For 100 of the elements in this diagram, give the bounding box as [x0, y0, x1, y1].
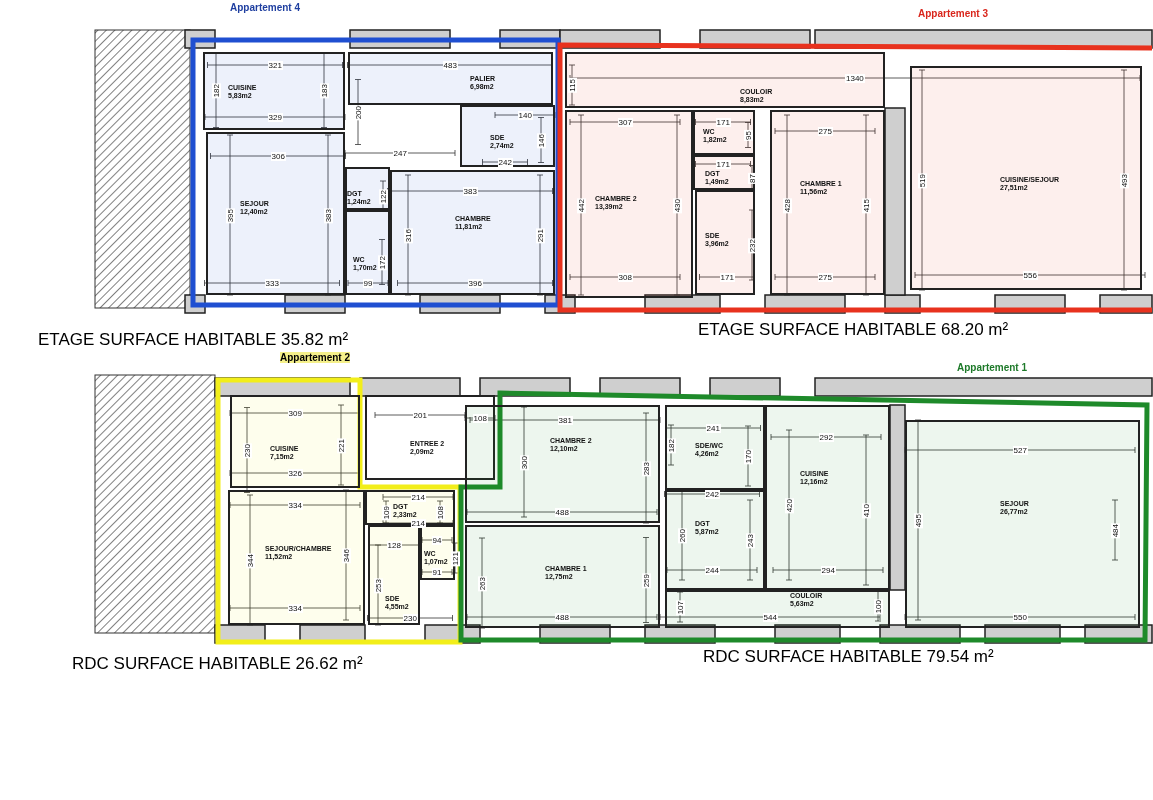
dimension-label: 100 [873, 598, 883, 614]
room [203, 52, 345, 130]
room [365, 395, 495, 480]
room [368, 525, 420, 625]
dimension-label: 383 [462, 186, 478, 196]
dimension-label: 550 [1012, 612, 1028, 622]
dimension-label: 381 [557, 415, 573, 425]
dimension-label: 344 [245, 552, 255, 568]
dimension-label: 122 [378, 188, 388, 204]
dimension-label: 484 [1110, 522, 1120, 538]
dimension-label: 108 [435, 504, 445, 520]
dimension-label: 121 [450, 550, 460, 566]
dimension-label: 309 [287, 408, 303, 418]
room [460, 105, 555, 167]
dimension-label: 333 [264, 278, 280, 288]
dimension-label: 307 [617, 117, 633, 127]
room [765, 405, 890, 590]
dimension-label: 201 [412, 410, 428, 420]
room [348, 52, 553, 105]
room [665, 490, 765, 590]
dimension-label: 170 [743, 448, 753, 464]
dimension-label: 182 [211, 82, 221, 98]
dimension-label: 275 [817, 272, 833, 282]
room [665, 590, 890, 628]
dimension-label: 232 [747, 237, 757, 253]
room [345, 210, 390, 295]
dimension-label: 334 [287, 603, 303, 613]
room [465, 525, 660, 628]
dimension-label: 263 [477, 575, 487, 591]
dimension-label: 488 [554, 507, 570, 517]
room [345, 167, 390, 210]
dimension-label: 275 [817, 126, 833, 136]
area-caption: ETAGE SURFACE HABITABLE 35.82 m² [38, 330, 349, 350]
dimension-label: 334 [287, 500, 303, 510]
dimension-label: 442 [576, 197, 586, 213]
dimension-label: 247 [392, 148, 408, 158]
dimension-label: 128 [386, 540, 402, 550]
dimension-label: 544 [762, 612, 778, 622]
dimension-label: 308 [617, 272, 633, 282]
dimension-label: 99 [362, 278, 374, 288]
apartment-label: Appartement 4 [230, 2, 300, 13]
room [230, 395, 360, 488]
dimension-label: 346 [341, 547, 351, 563]
dimension-label: 396 [467, 278, 483, 288]
dimension-label: 329 [267, 112, 283, 122]
room [206, 132, 345, 295]
dimension-label: 109 [381, 504, 391, 520]
room [905, 420, 1140, 628]
dimension-label: 493 [1119, 172, 1129, 188]
dimension-label: 253 [373, 577, 383, 593]
room [695, 190, 755, 295]
dimension-label: 115 [567, 77, 577, 93]
dimension-label: 91 [431, 567, 443, 577]
dimension-label: 383 [323, 207, 333, 223]
dimension-label: 230 [402, 613, 418, 623]
dimension-label: 94 [431, 535, 443, 545]
dimension-label: 171 [715, 117, 731, 127]
area-caption: RDC SURFACE HABITABLE 26.62 m² [72, 654, 363, 674]
apartment-label: Appartement 1 [957, 362, 1027, 373]
dimension-label: 527 [1012, 445, 1028, 455]
room [910, 66, 1142, 290]
dimension-label: 300 [519, 454, 529, 470]
dimension-label: 430 [672, 197, 682, 213]
dimension-label: 242 [704, 489, 720, 499]
dimension-label: 292 [818, 432, 834, 442]
dimension-label: 95 [743, 129, 753, 141]
dimension-label: 483 [442, 60, 458, 70]
dimension-label: 428 [782, 197, 792, 213]
dimension-label: 230 [242, 442, 252, 458]
dimension-label: 182 [666, 437, 676, 453]
dimension-label: 306 [270, 151, 286, 161]
dimension-label: 214 [410, 518, 426, 528]
dimension-label: 87 [747, 172, 757, 184]
apartment-label: Appartement 3 [918, 8, 988, 19]
dimension-label: 260 [677, 527, 687, 543]
dimension-label: 291 [535, 227, 545, 243]
dimension-label: 243 [745, 532, 755, 548]
room [565, 52, 885, 108]
dimension-label: 241 [705, 423, 721, 433]
dimension-label: 171 [719, 272, 735, 282]
dimension-label: 221 [336, 437, 346, 453]
dimension-label: 488 [554, 612, 570, 622]
dimension-label: 326 [287, 468, 303, 478]
dimension-label: 200 [353, 104, 363, 120]
dimension-label: 1340 [845, 73, 865, 83]
dimension-label: 410 [861, 502, 871, 518]
dimension-label: 214 [410, 492, 426, 502]
dimension-label: 107 [675, 599, 685, 615]
dimension-label: 316 [403, 227, 413, 243]
dimension-label: 146 [536, 132, 546, 148]
room [665, 405, 765, 490]
apartment-label: Appartement 2 [280, 352, 350, 363]
dimension-label: 495 [913, 512, 923, 528]
room [228, 490, 365, 625]
dimension-label: 294 [820, 565, 836, 575]
dimension-label: 556 [1022, 270, 1038, 280]
dimension-label: 108 [472, 413, 488, 423]
dimension-label: 415 [861, 197, 871, 213]
dimension-label: 171 [715, 159, 731, 169]
dimension-label: 420 [784, 497, 794, 513]
